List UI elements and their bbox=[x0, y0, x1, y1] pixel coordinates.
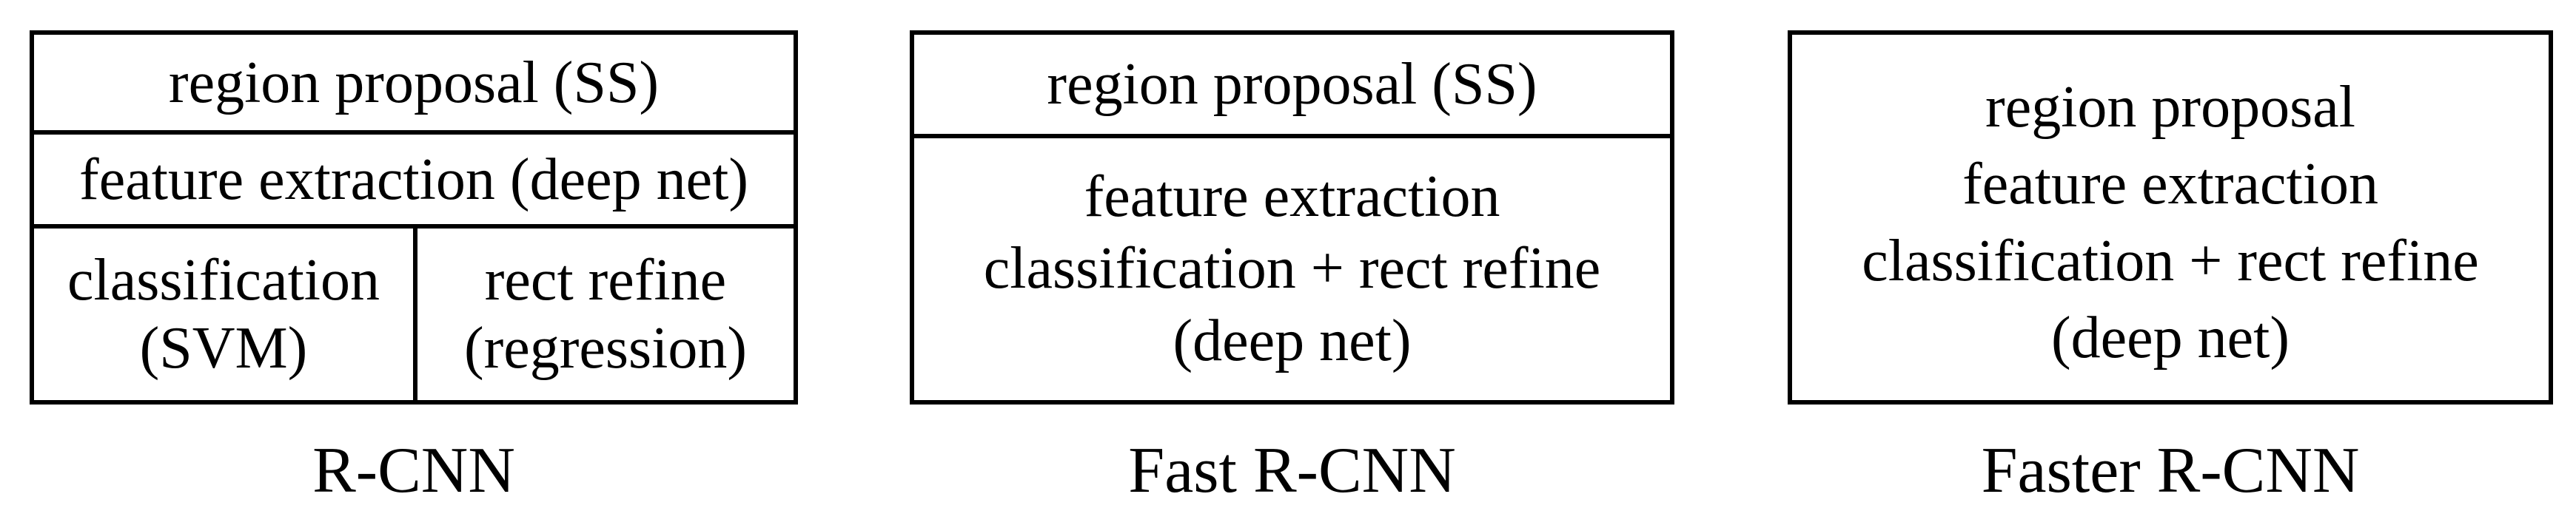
fast-rcnn-merged-text: feature extraction classification + rect… bbox=[984, 161, 1601, 378]
fast-rcnn-merged-cell: feature extraction classification + rect… bbox=[914, 138, 1670, 400]
rcnn-rect-refine-line1: rect refine bbox=[484, 248, 727, 313]
faster-rcnn-merged-cell: region proposal feature extraction class… bbox=[1792, 35, 2549, 400]
fast-rcnn-merged-line2: classification + rect refine bbox=[983, 236, 1601, 302]
fast-rcnn-caption: Fast R-CNN bbox=[1128, 434, 1456, 507]
faster-rcnn-merged-line2: feature extraction bbox=[1962, 152, 2378, 217]
rcnn-rect-refine-cell: rect refine (regression) bbox=[417, 229, 794, 400]
fast-rcnn-region-proposal-text: region proposal (SS) bbox=[1047, 52, 1537, 117]
fast-rcnn-region-proposal-cell: region proposal (SS) bbox=[914, 35, 1670, 138]
rcnn-box: region proposal (SS) feature extraction … bbox=[30, 30, 798, 405]
rcnn-classification-text: classification (SVM) bbox=[67, 246, 380, 382]
faster-rcnn-caption: Faster R-CNN bbox=[1981, 434, 2360, 507]
rcnn-classification-line1: classification bbox=[67, 248, 380, 313]
faster-rcnn-merged-line1: region proposal bbox=[1985, 75, 2355, 140]
faster-rcnn-box: region proposal feature extraction class… bbox=[1788, 30, 2553, 405]
rcnn-classification-cell: classification (SVM) bbox=[34, 229, 417, 400]
fast-rcnn-box: region proposal (SS) feature extraction … bbox=[910, 30, 1674, 405]
rcnn-feature-extraction-text: feature extraction (deep net) bbox=[79, 146, 748, 212]
rcnn-caption: R-CNN bbox=[312, 434, 515, 507]
rcnn-rect-refine-text: rect refine (regression) bbox=[464, 246, 747, 382]
rcnn-rect-refine-line2: (regression) bbox=[463, 316, 748, 381]
fast-rcnn-merged-line1: feature extraction bbox=[1084, 163, 1500, 229]
rcnn-region-proposal-text: region proposal (SS) bbox=[168, 50, 660, 115]
rcnn-classification-line2: (SVM) bbox=[139, 316, 308, 381]
faster-rcnn-merged-line3: classification + rect refine bbox=[1862, 229, 2479, 294]
rcnn-bottom-row: classification (SVM) rect refine (regres… bbox=[34, 229, 794, 400]
rcnn-region-proposal-cell: region proposal (SS) bbox=[34, 35, 794, 135]
faster-rcnn-merged-text: region proposal feature extraction class… bbox=[1862, 69, 2479, 376]
fast-rcnn-merged-line3: (deep net) bbox=[1173, 308, 1412, 373]
faster-rcnn-merged-line4: (deep net) bbox=[2050, 305, 2290, 370]
rcnn-feature-extraction-cell: feature extraction (deep net) bbox=[34, 135, 794, 229]
